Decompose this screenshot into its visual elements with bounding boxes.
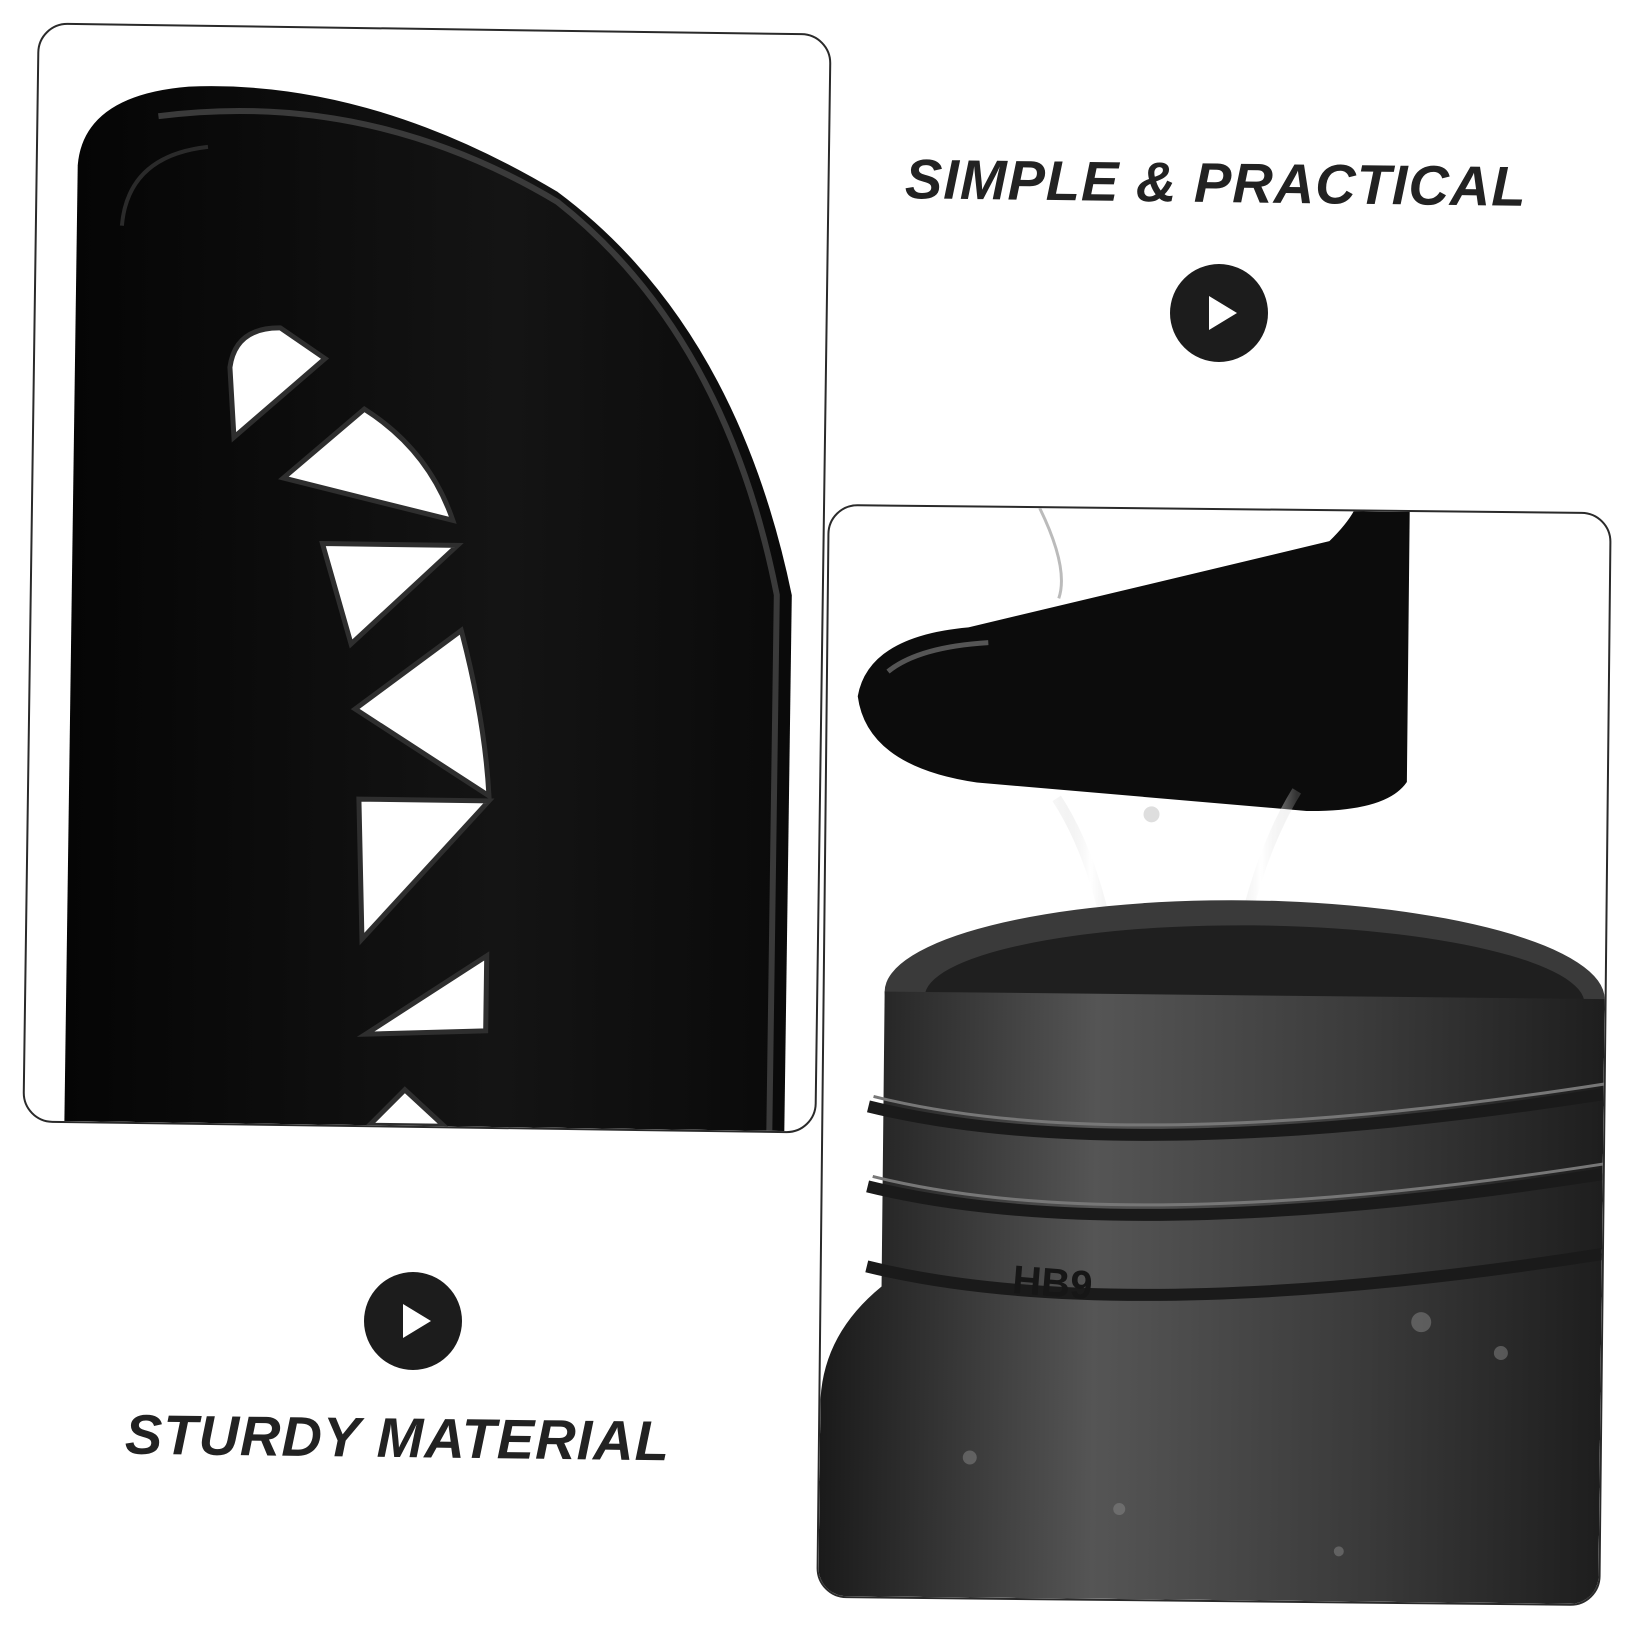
- strainer-hole: [356, 796, 495, 946]
- strainer-body: [64, 86, 792, 1132]
- strainer-hole: [319, 540, 464, 649]
- jar-pouring-image: HB9: [816, 503, 1612, 1607]
- strainer-hole: [278, 406, 457, 524]
- play-icon: [1170, 264, 1268, 362]
- strainer-holes: [227, 325, 495, 1129]
- jar-thread-highlights: [872, 1082, 1604, 1207]
- strainer-highlight: [158, 107, 780, 1131]
- play-icon: [364, 1272, 462, 1370]
- liquid-drop: [1143, 806, 1160, 823]
- strainer-hole: [363, 1086, 451, 1129]
- strainer-hole: [350, 626, 492, 801]
- jar-embossed-code: HB9: [1011, 1258, 1094, 1308]
- jar-threads: [865, 1088, 1605, 1301]
- scoop: [857, 505, 1410, 811]
- strainer-inner-edge: [119, 144, 209, 226]
- jar-illustration: HB9: [818, 505, 1605, 1605]
- heading-simple-practical: SIMPLE & PRACTICAL: [904, 147, 1527, 218]
- heading-sturdy-material: STURDY MATERIAL: [124, 1402, 671, 1473]
- jar-bubbles: [962, 1312, 1508, 1557]
- play-triangle: [1209, 296, 1237, 330]
- strainer-hole: [356, 951, 490, 1037]
- liquid-stream: [1038, 507, 1063, 599]
- play-triangle: [403, 1304, 431, 1338]
- strainer-illustration: [64, 86, 792, 1132]
- scoop-highlight: [886, 640, 989, 674]
- strainer-hole: [227, 325, 330, 443]
- strainer-closeup-image: [22, 22, 832, 1134]
